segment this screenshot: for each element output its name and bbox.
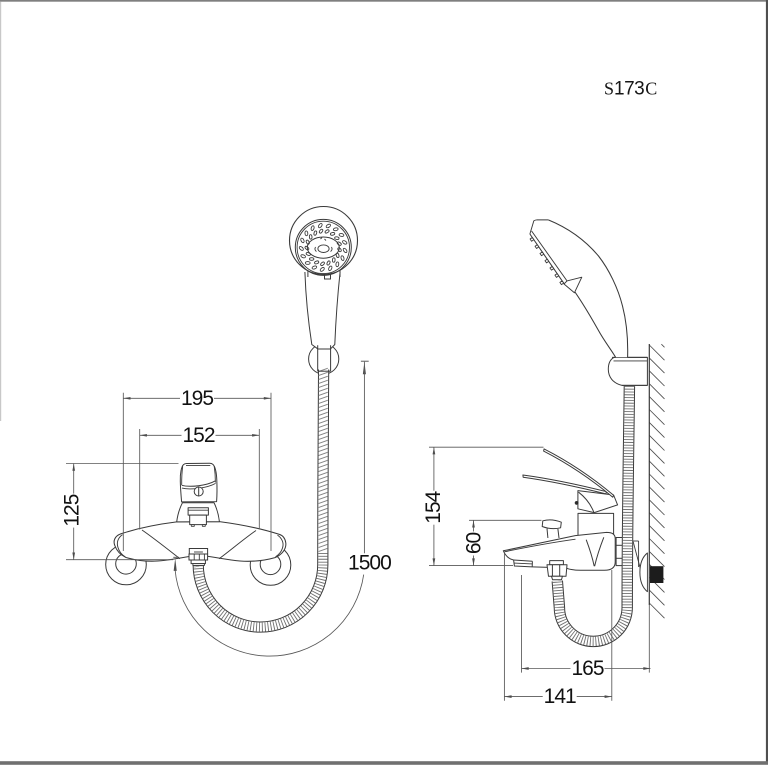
svg-text:141: 141 [544, 685, 576, 708]
svg-text:152: 152 [182, 424, 214, 447]
svg-text:60: 60 [462, 533, 485, 555]
svg-text:154: 154 [422, 490, 445, 523]
svg-text:195: 195 [181, 387, 213, 410]
svg-text:1500: 1500 [348, 552, 391, 575]
svg-text:S173C: S173C [604, 79, 657, 100]
svg-text:165: 165 [571, 657, 603, 680]
svg-text:125: 125 [60, 494, 83, 526]
